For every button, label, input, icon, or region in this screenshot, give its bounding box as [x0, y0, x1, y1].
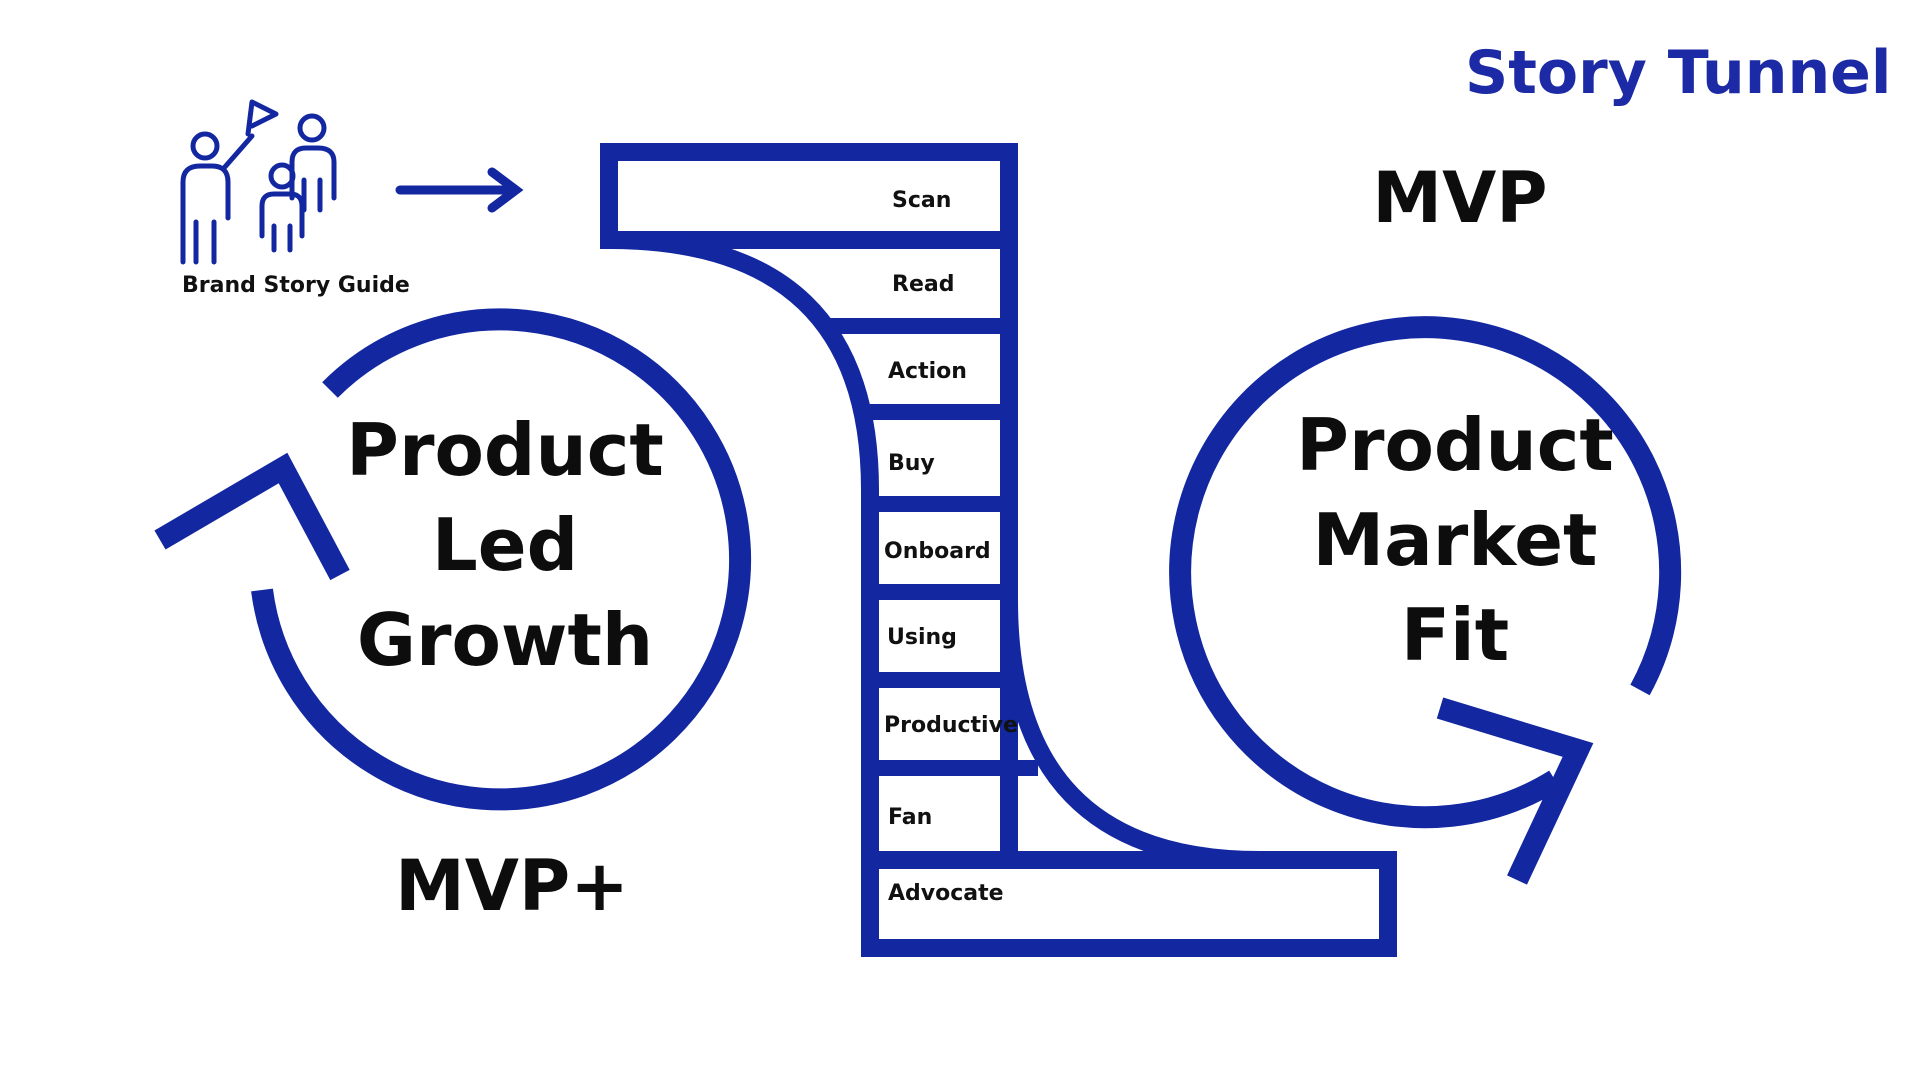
guide-label: Brand Story Guide [182, 273, 410, 298]
left-cycle-caption: MVP+ [395, 845, 629, 927]
logo-text: Story Tunnel [1465, 38, 1891, 108]
people-with-flag-icon [180, 99, 337, 265]
stage-label-action: Action [888, 359, 967, 384]
stage-label-buy: Buy [888, 451, 935, 476]
right-cycle-caption: MVP [1372, 157, 1547, 239]
stage-label-scan: Scan [892, 188, 951, 213]
left-cycle-line1: Product [346, 408, 664, 492]
stage-dividers [704, 232, 1038, 776]
right-cycle-line2: Market [1313, 498, 1598, 582]
right-cycle-line3: Fit [1401, 593, 1509, 677]
stage-label-using: Using [887, 625, 957, 650]
stage-label-productive: Productive [884, 713, 1018, 738]
right-cycle-arrow [1169, 316, 1682, 885]
left-cycle-line2: Led [432, 503, 578, 587]
right-arrow-icon [395, 167, 524, 213]
brand-logo: Story Tunnel [1465, 38, 1891, 108]
stage-label-read: Read [892, 272, 954, 297]
stage-label-advocate: Advocate [888, 881, 1004, 906]
stage-label-onboard: Onboard [884, 539, 991, 564]
stage-labels: Scan Read Action Buy Onboard Using Produ… [884, 188, 1018, 906]
left-cycle-line3: Growth [357, 598, 653, 682]
right-cycle-line1: Product [1296, 403, 1614, 487]
story-funnel [600, 143, 1397, 957]
left-cycle-arrow [154, 308, 752, 811]
stage-label-fan: Fan [888, 805, 932, 830]
